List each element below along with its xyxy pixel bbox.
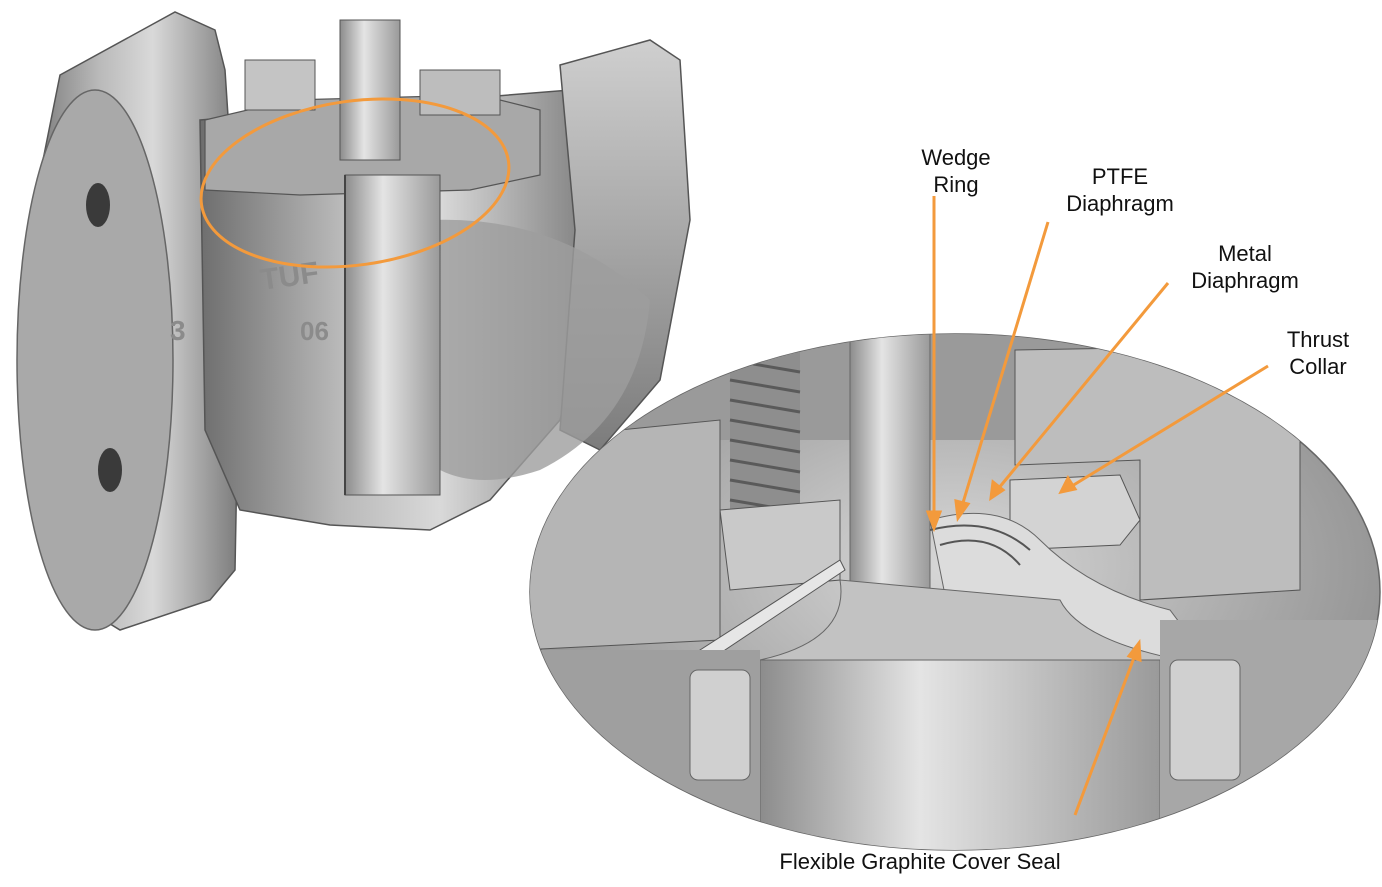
leader-ptfe-diaphragm: [960, 221, 1050, 507]
arrowhead-wedge-ring: [925, 510, 943, 533]
body-bore: [430, 219, 650, 480]
highlight-circle: [199, 97, 511, 269]
plug-cutaway: [344, 174, 441, 496]
gland-block-right: [419, 69, 501, 116]
left-flange-face: [16, 89, 174, 631]
leader-lines: [925, 196, 1269, 816]
leader-metal-diaphragm: [996, 282, 1170, 490]
casting-mark-size: 3: [170, 315, 186, 346]
valve-stem: [339, 19, 401, 161]
valve-body: TUF 06 3: [16, 11, 691, 631]
casting-mark-rating: 06: [300, 316, 329, 346]
arrowhead-metal-diaphragm: [989, 479, 1006, 502]
arrowhead-cover-seal: [1126, 638, 1142, 663]
label-cover-seal: Flexible Graphite Cover Seal: [779, 849, 1061, 874]
plug-body: [759, 659, 1161, 850]
gland-block-left: [244, 59, 316, 111]
arrowhead-thrust-collar: [1058, 474, 1078, 495]
arrowhead-ptfe-diaphragm: [954, 499, 971, 523]
leader-cover-seal: [1073, 654, 1137, 816]
leader-thrust-collar: [1071, 364, 1269, 488]
detail-view: [529, 333, 1381, 851]
